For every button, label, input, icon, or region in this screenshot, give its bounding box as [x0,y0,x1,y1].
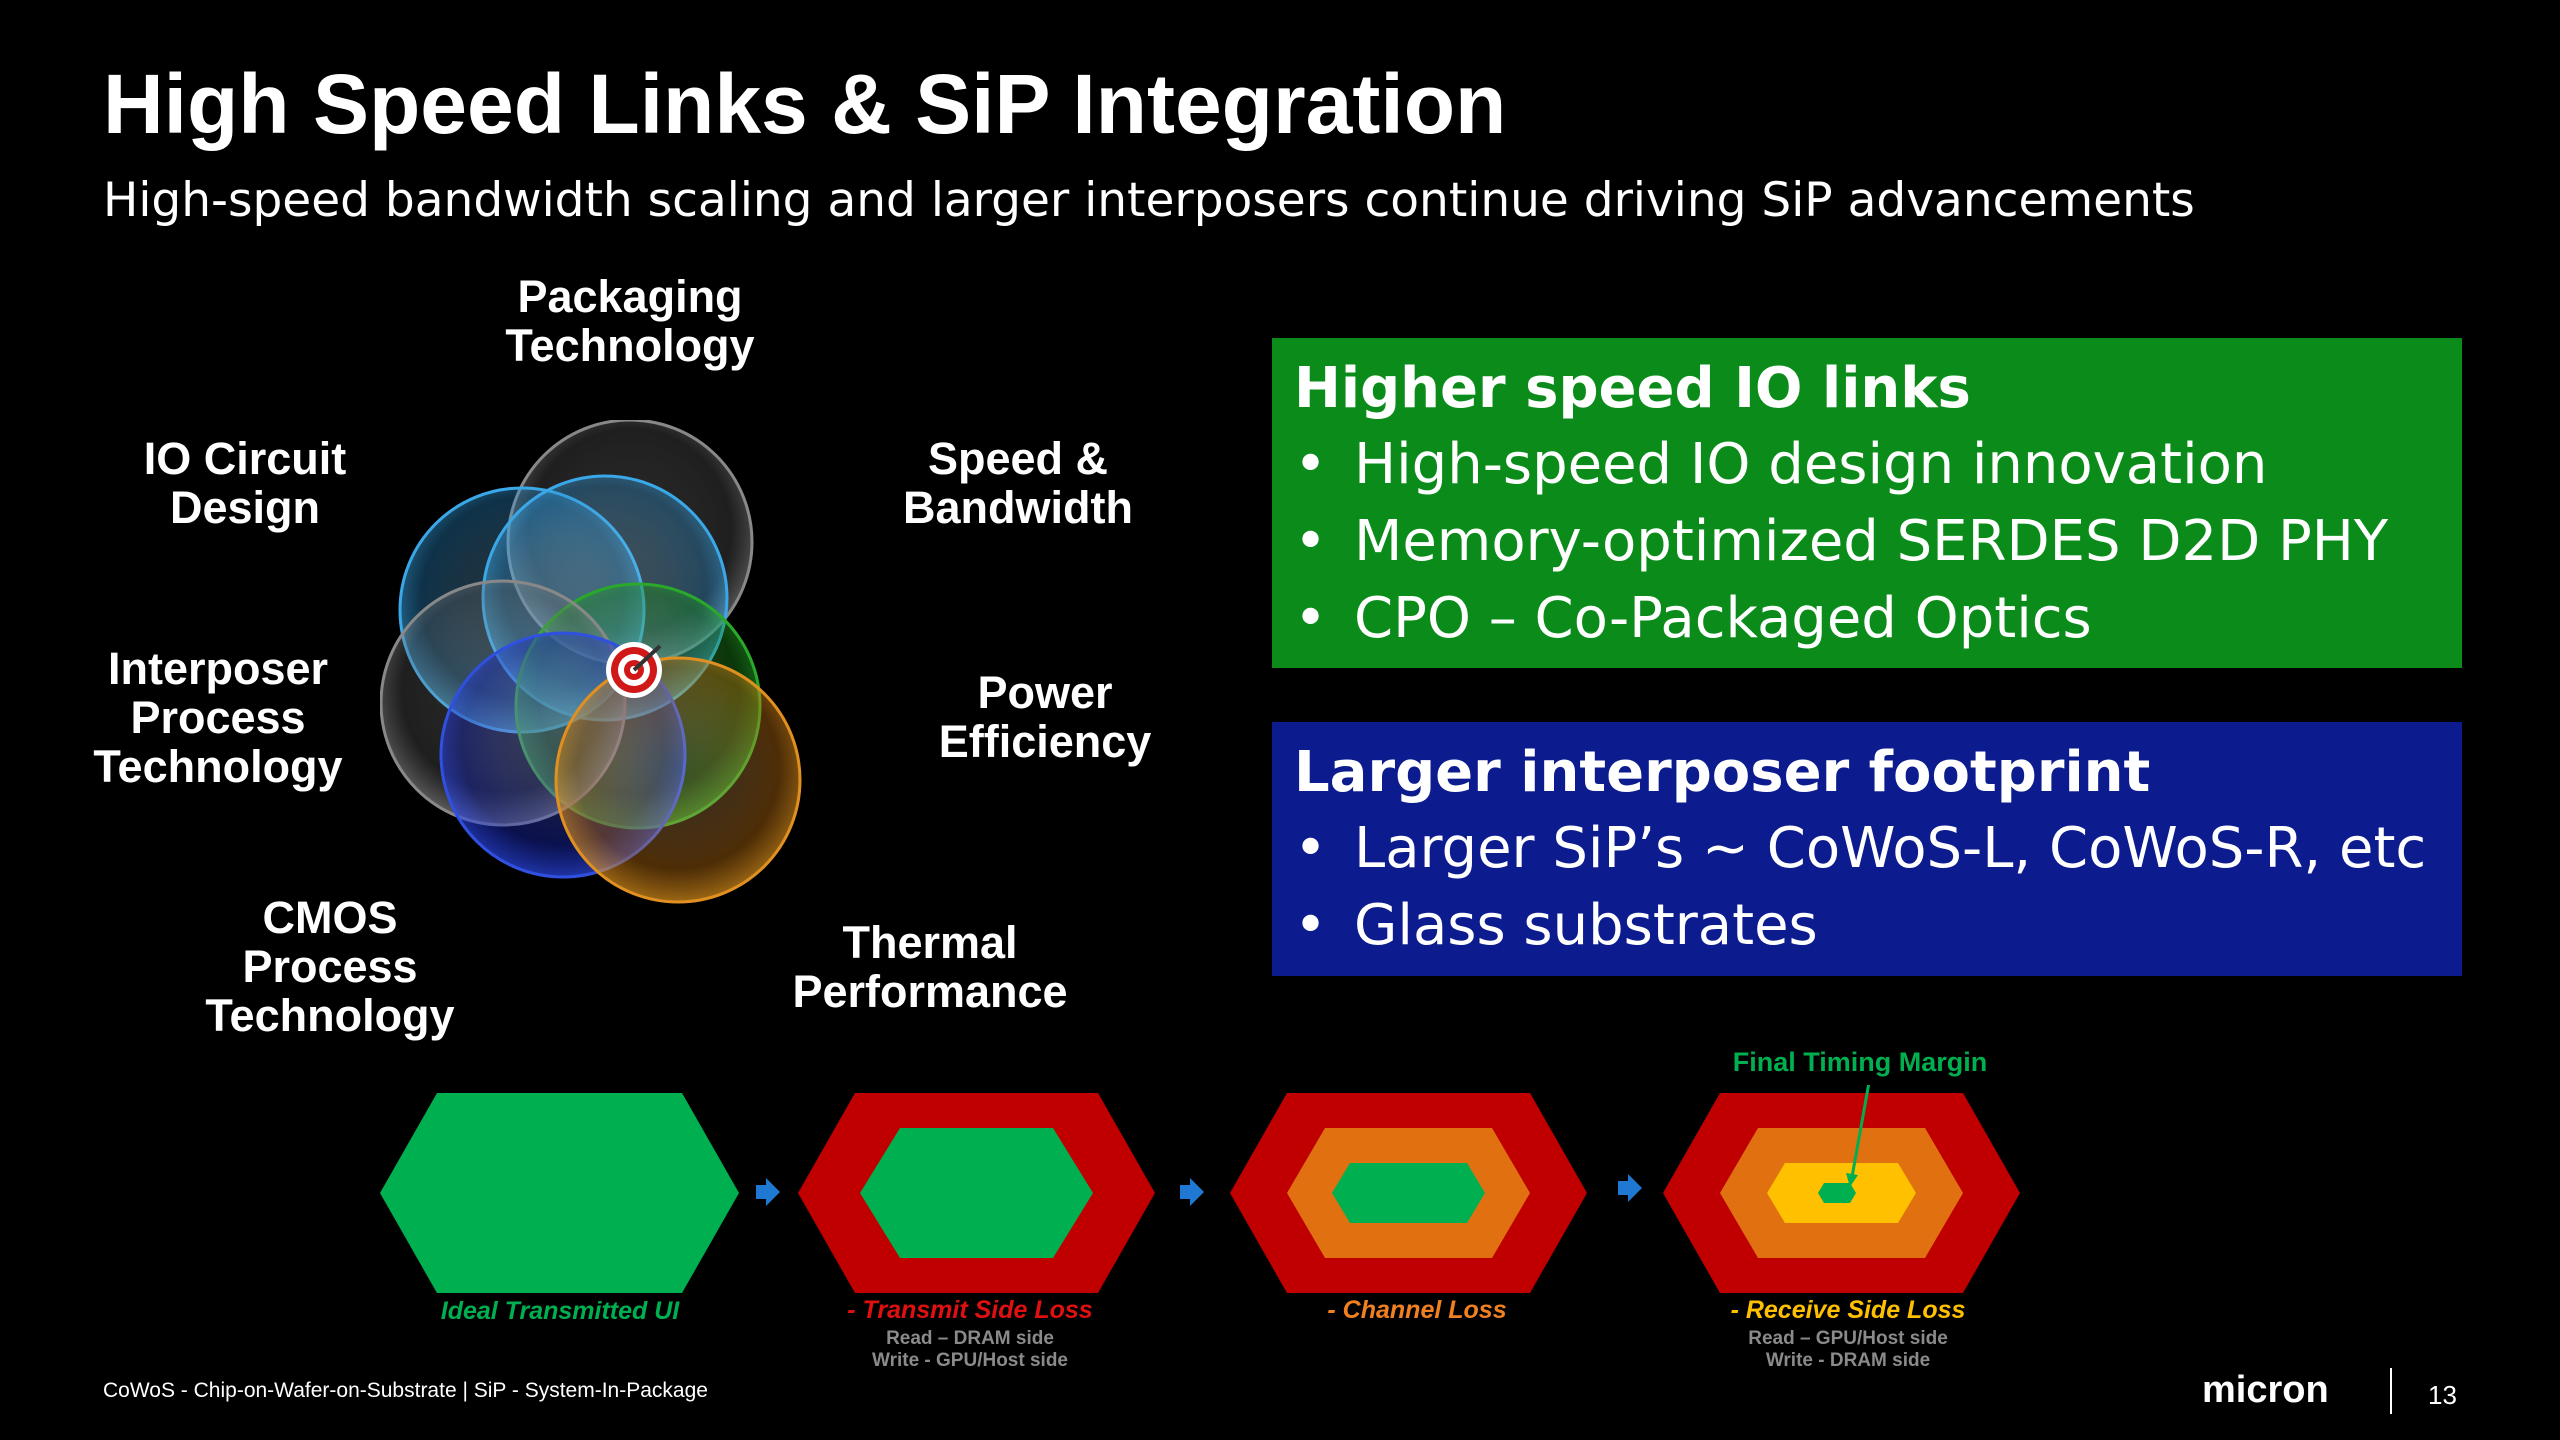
transmit-loss-details: Read – DRAM side Write - GPU/Host side [871,1328,1068,1371]
arrow-right-icon [1618,1174,1642,1202]
label-interposer-process-technology: Interposer Process Technology [93,643,343,792]
timing-margin-diagram [380,1085,2020,1293]
label-io-circuit-design: IO Circuit Design [143,433,347,533]
larger-interposer-heading: Larger interposer footprint [1294,740,2151,805]
footer-divider [2390,1368,2392,1414]
list-item: High-speed IO design innovation [1294,426,2440,503]
larger-interposer-list: Larger SiP’s ~ CoWoS-L, CoWoS-R, etc Gla… [1294,810,2440,964]
arrow-right-icon [1180,1178,1204,1206]
transmit-eye-hexagon [860,1128,1093,1258]
slide-title: High Speed Links & SiP Integration [103,57,1507,151]
channel-eye-hexagon [1332,1163,1485,1223]
label-cmos-process-technology: CMOS Process Technology [205,892,455,1041]
label-thermal-performance: Thermal Performance [792,917,1068,1017]
target-icon [606,642,662,698]
higher-speed-io-heading: Higher speed IO links [1294,356,1971,421]
petal-circles [380,420,802,904]
slide-subtitle: High-speed bandwidth scaling and larger … [103,173,2195,228]
list-item: Memory-optimized SERDES D2D PHY [1294,503,2440,580]
higher-speed-io-list: High-speed IO design innovation Memory-o… [1294,426,2440,657]
flower-diagram [380,420,802,904]
higher-speed-io-box: Higher speed IO links High-speed IO desi… [1272,338,2462,668]
caption-receive-loss: - Receive Side Loss [1730,1296,1966,1324]
page-number: 13 [2428,1380,2457,1410]
final-timing-margin-label: Final Timing Margin [1732,1047,1988,1077]
list-item: CPO – Co-Packaged Optics [1294,580,2440,657]
list-item: Glass substrates [1294,887,2440,964]
receive-loss-details: Read – GPU/Host side Write - DRAM side [1748,1328,1948,1371]
arrow-right-icon [756,1178,780,1206]
label-power-efficiency: Power Efficiency [938,667,1152,767]
final-eye-hexagon [1818,1183,1856,1203]
caption-transmit-loss: - Transmit Side Loss [847,1296,1093,1324]
final-margin-arrowhead [1846,1173,1858,1187]
label-speed-bandwidth: Speed & Bandwidth [903,433,1133,533]
micron-logo: micron [2202,1372,2329,1411]
svg-text:micron: micron [2202,1372,2329,1411]
caption-channel-loss: - Channel Loss [1327,1296,1507,1324]
list-item: Larger SiP’s ~ CoWoS-L, CoWoS-R, etc [1294,810,2440,887]
petal-orange [554,656,802,904]
caption-ideal: Ideal Transmitted UI [440,1297,680,1325]
footnote: CoWoS - Chip-on-Wafer-on-Substrate | SiP… [103,1379,708,1402]
final-margin-pointer [1850,1085,1871,1178]
label-packaging-technology: Packaging Technology [505,271,755,371]
ideal-eye-hexagon [380,1093,739,1293]
larger-interposer-box: Larger interposer footprint Larger SiP’s… [1272,722,2462,976]
